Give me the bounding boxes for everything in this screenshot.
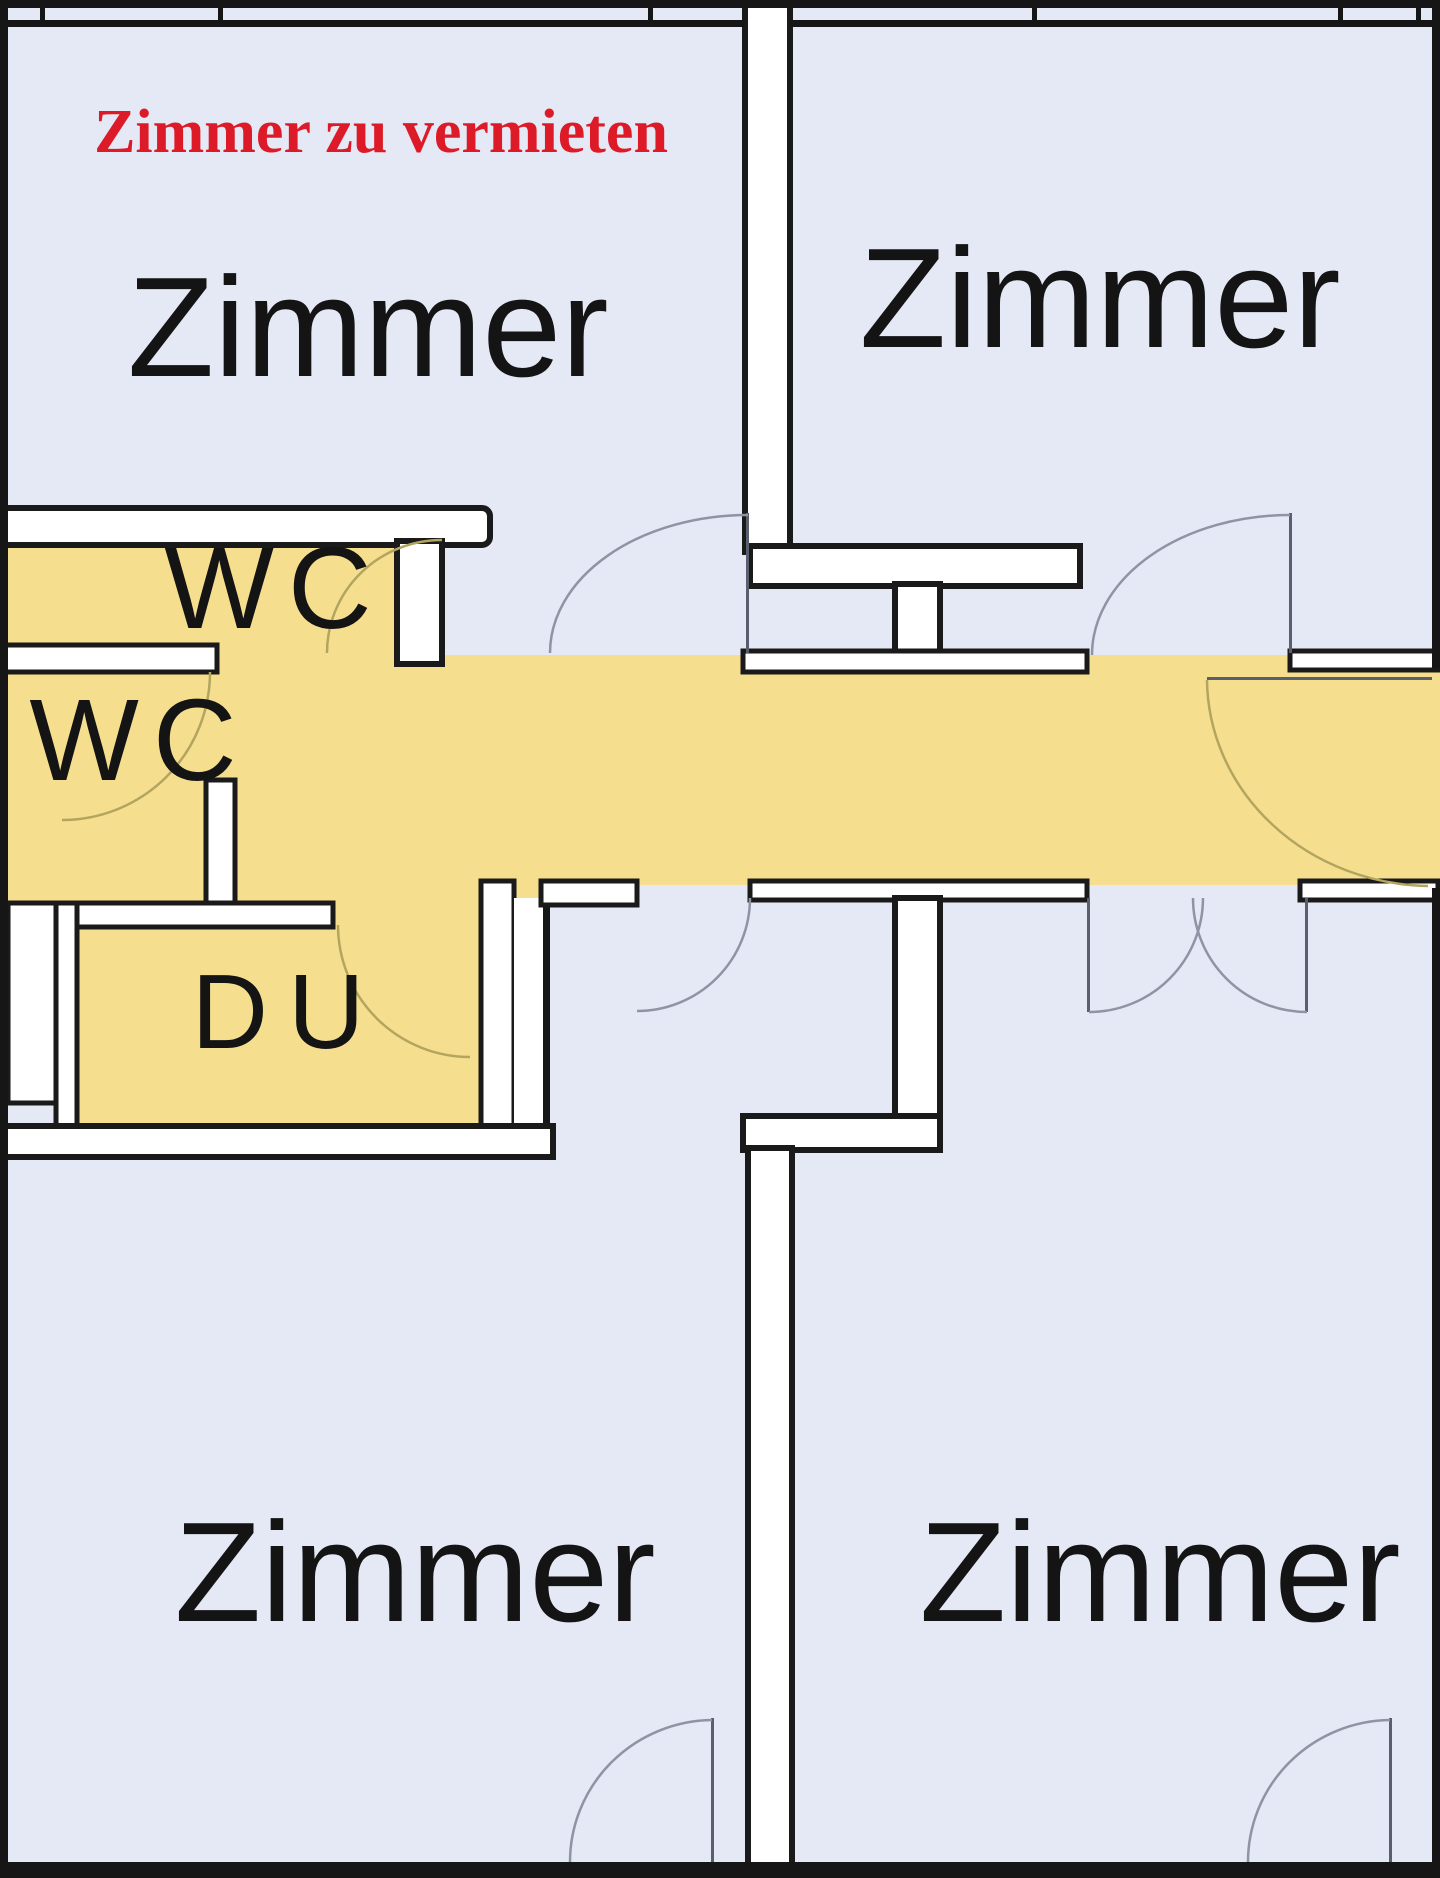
wall-cavity-shower-right <box>514 898 543 1130</box>
wall-t-bar <box>747 543 1083 589</box>
label-wc-upper: WC <box>164 523 385 653</box>
wall-shower-right <box>478 878 517 1133</box>
outer-wall-top-inner-right <box>790 20 1432 27</box>
outer-wall-top <box>0 0 1440 8</box>
wall-top-left-room-bottom <box>0 505 493 548</box>
wall-corridor-top-left-segment <box>740 648 1090 675</box>
wall-shower-left <box>53 900 80 1133</box>
door-leaves <box>711 513 1432 1862</box>
wall-nook-line <box>543 896 550 1130</box>
wall-corridor-bottom-right-segment <box>1297 878 1440 903</box>
entry-opening <box>1424 668 1440 888</box>
outer-wall-top-inner-left <box>8 20 745 27</box>
door-leaf-double-right <box>1305 898 1308 1012</box>
wall-shower-bottom <box>0 1123 556 1160</box>
wall-wc-upper-right <box>394 538 445 667</box>
corridor-area <box>8 545 1440 1128</box>
window-niche-left <box>5 900 59 1106</box>
title-zimmer-zu-vermieten: Zimmer zu vermieten <box>94 98 668 166</box>
door-leaf-double-left <box>1087 898 1090 1012</box>
window-tick-1 <box>40 0 45 27</box>
door-arc-entry <box>1205 679 1429 888</box>
bath-lobby-floor <box>8 655 570 905</box>
door-arc-bottom-right-window <box>1246 1718 1391 1863</box>
door-leaf-bottom-right-window <box>1389 1718 1392 1862</box>
wall-between-bottom-rooms <box>745 1145 795 1873</box>
door-arc-shower <box>336 924 471 1059</box>
door-arc-double-left <box>1088 897 1205 1014</box>
label-zimmer-bottom-left: Zimmer <box>174 1493 655 1652</box>
door-leaf-top-left-room <box>746 513 749 653</box>
wall-between-top-rooms <box>742 0 793 555</box>
label-zimmer-top-right: Zimmer <box>859 219 1340 378</box>
window-tick-6 <box>1416 0 1421 27</box>
outer-wall-bottom <box>0 1862 1440 1878</box>
door-arc-bottom-left-room <box>636 897 752 1013</box>
door-arcs <box>61 513 1429 1863</box>
window-tick-2 <box>218 0 223 27</box>
wall-corridor-bottom-cap <box>538 878 640 908</box>
shower-floor <box>58 905 483 1128</box>
label-zimmer-top-left: Zimmer <box>127 248 608 407</box>
door-leaf-bottom-left-window <box>711 1718 714 1862</box>
window-tick-4 <box>1032 0 1037 27</box>
outer-wall-right-upper <box>1432 0 1440 668</box>
door-arc-double-right <box>1191 897 1308 1014</box>
door-arc-top-left-room <box>548 513 749 654</box>
wall-divider-jog <box>740 1113 943 1153</box>
outer-wall-right-lower <box>1432 888 1440 1878</box>
door-arc-wc-lower <box>61 671 212 822</box>
wc-upper-floor <box>8 545 395 657</box>
label-zimmer-bottom-right: Zimmer <box>919 1493 1400 1652</box>
outer-wall-left <box>0 0 8 1878</box>
wall-between-wcs <box>0 642 220 675</box>
door-arc-top-right-room <box>1090 513 1291 656</box>
window-tick-3 <box>648 0 653 27</box>
window-tick-5 <box>1338 0 1343 27</box>
door-arc-bottom-left-window <box>568 1718 713 1863</box>
door-arc-wc-upper <box>325 538 443 654</box>
door-leaf-entry <box>1207 677 1432 680</box>
labels: Zimmer zu vermieten Zimmer Zimmer Zimmer… <box>29 98 1400 1652</box>
wall-divider-stub <box>892 895 943 1133</box>
label-du-shower: DU <box>191 953 384 1071</box>
door-leaf-top-right-room <box>1289 513 1292 653</box>
wall-corridor-top-right-segment <box>1287 648 1440 673</box>
label-wc-lower: WC <box>29 675 250 805</box>
